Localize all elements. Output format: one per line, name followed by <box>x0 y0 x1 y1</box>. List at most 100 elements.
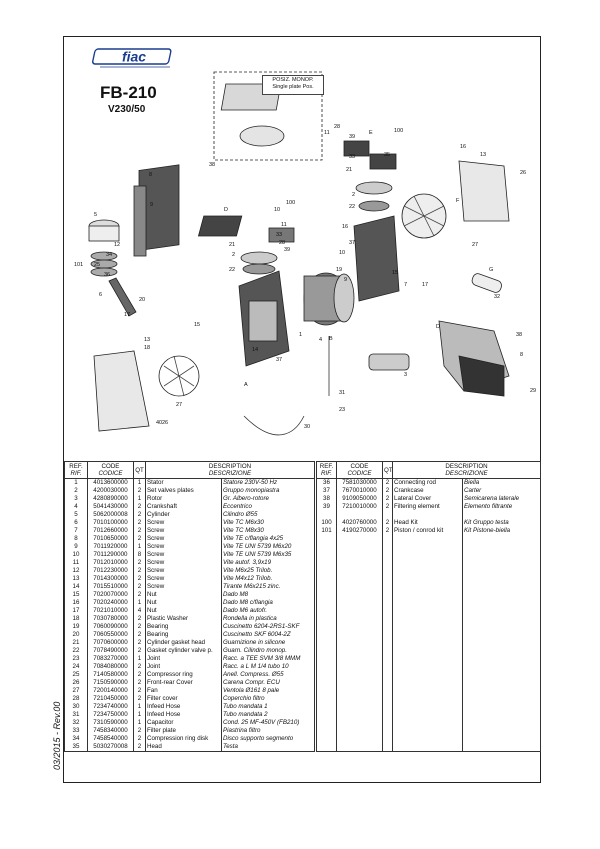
ref-cell: 101 <box>316 527 337 535</box>
code-cell: 7458340000 <box>87 727 134 735</box>
description-en-cell: Compression ring disk <box>145 735 222 743</box>
description-en-cell: Screw <box>145 535 222 543</box>
code-cell: 5030270008 <box>87 743 134 752</box>
code-cell: 4013600000 <box>87 478 134 487</box>
qt-cell: 1 <box>133 703 146 711</box>
ref-cell: 27 <box>64 687 88 695</box>
description-it-cell: Vite autof. 3,9x19 <box>220 559 316 567</box>
svg-text:29: 29 <box>530 388 536 394</box>
ref-cell: 37 <box>316 487 337 495</box>
svg-text:5: 5 <box>94 212 97 218</box>
description-it-cell: Kit Gruppo testa <box>461 519 542 527</box>
description-en-cell: Head <box>145 743 222 752</box>
ref-cell: 35 <box>64 743 88 752</box>
qt-cell: 2 <box>133 735 146 743</box>
description-en-cell: Joint <box>145 655 222 663</box>
description-it-cell <box>461 511 542 519</box>
ref-cell: 36 <box>316 478 337 487</box>
svg-text:16: 16 <box>342 224 348 230</box>
empty-row <box>316 559 542 567</box>
svg-text:22: 22 <box>349 204 355 210</box>
description-en-cell <box>392 511 463 519</box>
svg-text:33: 33 <box>349 154 355 160</box>
qt-cell: 2 <box>133 687 146 695</box>
qt-cell: 2 <box>133 615 146 623</box>
svg-text:37: 37 <box>276 357 282 363</box>
svg-text:9: 9 <box>344 277 347 283</box>
description-it-cell: Guarnizione in silicone <box>220 639 316 647</box>
ref-header: REF.RIF. <box>64 461 88 479</box>
qt-cell: 2 <box>133 575 146 583</box>
code-cell: 7060550000 <box>87 631 134 639</box>
description-it-cell: Rondella in plastica <box>220 615 316 623</box>
empty-row <box>316 631 542 639</box>
description-en-cell: Infeed Hose <box>145 703 222 711</box>
description-it-cell: Cuscinetto 6204-2RS1-SKF <box>220 623 316 631</box>
ref-cell: 23 <box>64 655 88 663</box>
code-cell: 7083270000 <box>87 655 134 663</box>
svg-text:3: 3 <box>404 372 407 378</box>
description-it-cell: Coperchio filtro <box>220 695 316 703</box>
description-en-cell: Screw <box>145 551 222 559</box>
qt-cell: 2 <box>382 527 393 535</box>
svg-text:8: 8 <box>520 352 523 358</box>
qt-cell: 2 <box>133 639 146 647</box>
ref-cell: 34 <box>64 735 88 743</box>
svg-text:13: 13 <box>144 337 150 343</box>
empty-row <box>316 695 542 703</box>
svg-text:G: G <box>489 267 493 273</box>
svg-text:E: E <box>369 130 373 136</box>
description-en-cell: Crankcase <box>392 487 463 495</box>
qt-cell: 2 <box>133 503 146 511</box>
ref-header-right: REF.RIF. <box>316 461 337 479</box>
empty-row <box>316 575 542 583</box>
qt-cell: 2 <box>133 623 146 631</box>
description-it-cell: Cond. 25 MF-450V (FB210) <box>220 719 316 727</box>
ref-cell: 100 <box>316 519 337 527</box>
code-cell: 7011290000 <box>87 551 134 559</box>
code-cell: 7010650000 <box>87 535 134 543</box>
ref-cell: 31 <box>64 711 88 719</box>
code-cell: 7670010000 <box>336 487 383 495</box>
svg-text:31: 31 <box>339 390 345 396</box>
qt-cell <box>382 511 393 519</box>
code-cell: 4200030000 <box>87 487 134 495</box>
code-cell: 7234740000 <box>87 703 134 711</box>
qt-cell: 1 <box>133 711 146 719</box>
code-cell: 7015510000 <box>87 583 134 591</box>
ref-cell: 15 <box>64 591 88 599</box>
page-frame <box>63 36 541 783</box>
description-it-cell: Dado M8 c/flangia <box>220 599 316 607</box>
svg-text:21: 21 <box>229 242 235 248</box>
qt-cell: 2 <box>133 671 146 679</box>
ref-cell: 33 <box>64 727 88 735</box>
description-en-cell: Stator <box>145 478 222 487</box>
code-cell: 7020070000 <box>87 591 134 599</box>
qt-cell: 2 <box>133 591 146 599</box>
code-cell: 7140580000 <box>87 671 134 679</box>
svg-text:8: 8 <box>149 172 152 178</box>
empty-row <box>316 711 542 719</box>
svg-text:40: 40 <box>156 420 162 426</box>
description-it-cell: Guarn. Cilindro monop. <box>220 647 316 655</box>
qt-cell: 8 <box>133 551 146 559</box>
description-it-cell: Cilindro Ø55 <box>220 511 316 519</box>
description-it-cell: Disco supporto segmento <box>220 735 316 743</box>
code-cell: 5041430000 <box>87 503 134 511</box>
qt-cell: 1 <box>133 495 146 503</box>
description-it-cell: Tubo mandata 1 <box>220 703 316 711</box>
code-cell <box>336 511 383 519</box>
svg-text:14: 14 <box>252 347 258 353</box>
ref-cell: 20 <box>64 631 88 639</box>
ref-cell: 5 <box>64 511 88 519</box>
svg-text:16: 16 <box>460 144 466 150</box>
